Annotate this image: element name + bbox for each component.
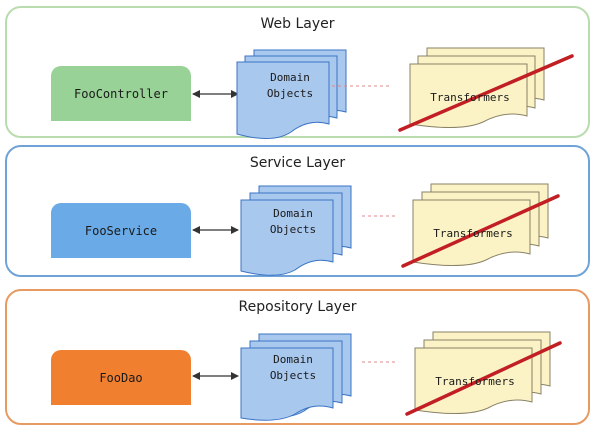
- layer-title: Service Layer: [249, 155, 346, 171]
- domain-objects-stack: [236, 49, 347, 139]
- strike-through-icon: [405, 341, 562, 416]
- domain-objects-stack: [240, 185, 352, 276]
- domain-objects-label: Domain Objects: [255, 70, 325, 102]
- domain-objects-label: Domain Objects: [258, 352, 328, 384]
- domain-label-line1: Domain: [273, 353, 313, 366]
- foo-service[interactable]: FooService: [51, 203, 191, 258]
- domain-objects-label: Domain Objects: [258, 206, 328, 238]
- domain-label-line1: Domain: [273, 207, 313, 220]
- domain-label-line2: Objects: [266, 87, 314, 100]
- repository-layer: Repository Layer: [5, 289, 590, 425]
- transformers-label: Transformers: [433, 227, 513, 240]
- foo-dao[interactable]: FooDao: [51, 350, 191, 405]
- strike-through-icon: [398, 54, 574, 132]
- web-layer: Web Layer: [5, 6, 590, 138]
- domain-label-line1: Domain: [270, 71, 310, 84]
- foo-controller[interactable]: FooController: [51, 66, 191, 121]
- domain-label-line2: Objects: [269, 369, 317, 382]
- layer-title: Web Layer: [260, 16, 335, 32]
- domain-label-line2: Objects: [269, 223, 317, 236]
- domain-objects-stack: [240, 333, 352, 421]
- transformers-label: Transformers: [430, 91, 510, 104]
- service-layer: Service Layer: [5, 145, 590, 277]
- transformers-label: Transformers: [435, 375, 515, 388]
- layer-title: Repository Layer: [238, 299, 357, 315]
- strike-through-icon: [401, 194, 560, 268]
